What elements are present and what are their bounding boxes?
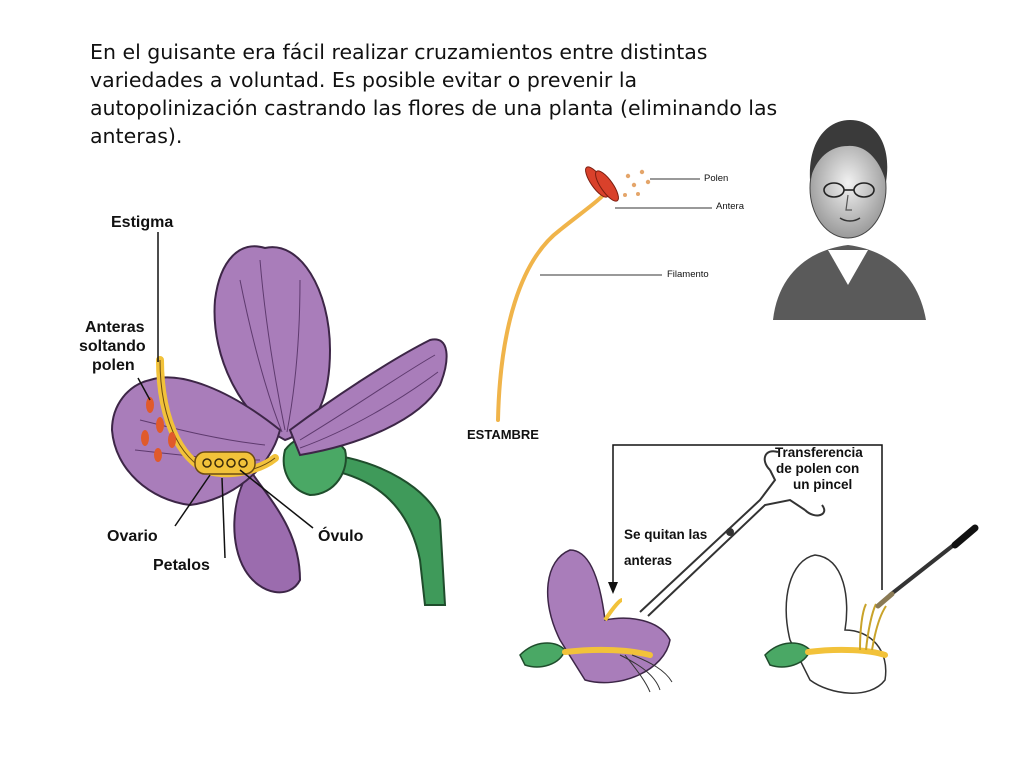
stamen-leader-lines <box>540 178 712 276</box>
label-anteras-1: Anteras <box>85 319 145 336</box>
scissors <box>639 450 826 617</box>
label-anteras-3: polen <box>92 357 135 374</box>
label-transfer-1: Transferencia <box>775 445 863 460</box>
flower-ovary <box>194 451 256 475</box>
label-estambre: ESTAMBRE <box>467 427 539 442</box>
ovules <box>202 458 248 468</box>
pea-flower-diagram <box>110 232 448 606</box>
white-flower <box>785 554 887 694</box>
intro-paragraph: En el guisante era fácil realizar cruzam… <box>90 40 778 148</box>
label-ovulo: Óvulo <box>318 528 364 545</box>
stamen-diagram <box>496 166 712 422</box>
stamen-anther <box>585 166 619 202</box>
label-petalos: Petalos <box>153 557 210 574</box>
label-remove-2: anteras <box>624 553 673 568</box>
transfer-arrow <box>612 444 883 590</box>
pollen-grains <box>623 169 651 197</box>
castration-procedure <box>519 444 979 694</box>
label-remove-1: Se quitan las <box>624 527 708 542</box>
anthers-releasing-pollen <box>141 397 176 462</box>
label-anteras-2: soltando <box>79 338 146 355</box>
stamen-filament <box>496 188 610 422</box>
flower-lower-petal <box>233 468 302 594</box>
label-polen: Polen <box>704 173 729 184</box>
label-ovario: Ovario <box>107 528 158 545</box>
label-transfer-2: de polen con <box>776 461 860 476</box>
mendel-portrait <box>773 120 926 320</box>
flower-stem <box>329 453 447 606</box>
label-estigma: Estigma <box>111 214 174 231</box>
purple-flower-calyx <box>519 642 566 668</box>
label-antera: Antera <box>716 201 744 212</box>
label-filamento: Filamento <box>667 269 709 280</box>
flower-leader-lines <box>137 232 314 559</box>
paintbrush <box>875 524 979 609</box>
label-transfer-3: un pincel <box>793 477 853 492</box>
